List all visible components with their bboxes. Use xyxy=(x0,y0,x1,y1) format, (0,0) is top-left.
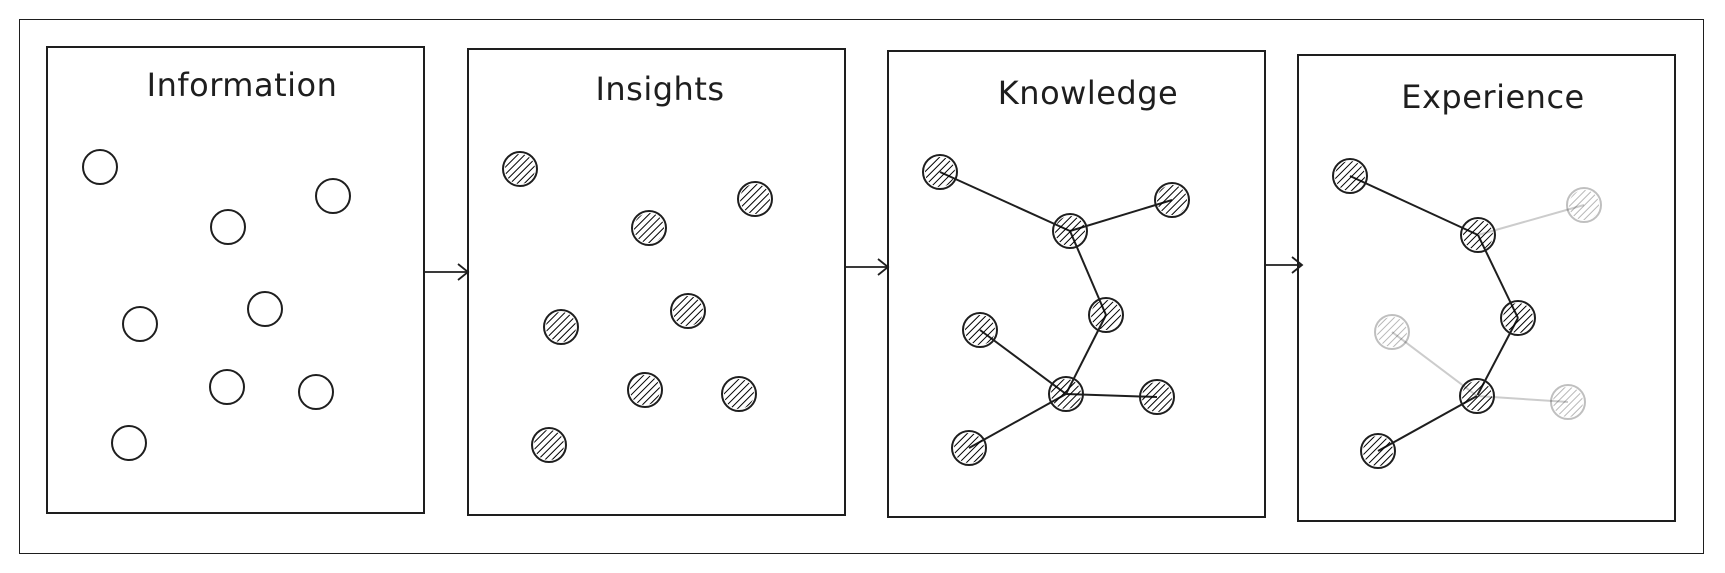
node-information-2 xyxy=(315,178,351,214)
node-experience-2 xyxy=(1566,187,1602,223)
edge-experience-2 xyxy=(1477,234,1519,319)
edge-experience-1 xyxy=(1477,204,1585,236)
edge-knowledge-1 xyxy=(1069,199,1173,232)
edge-knowledge-2 xyxy=(1069,230,1107,316)
edge-experience-5 xyxy=(1476,395,1569,403)
edges-layer xyxy=(939,171,1585,452)
node-knowledge-6 xyxy=(1139,379,1175,415)
node-information-4 xyxy=(247,291,283,327)
panel-insights: Insights xyxy=(467,48,846,516)
edge-experience-4 xyxy=(1391,331,1478,397)
node-insights-4 xyxy=(670,293,706,329)
panel-title-insights: Insights xyxy=(595,70,724,108)
node-experience-5 xyxy=(1459,378,1495,414)
edge-experience-0 xyxy=(1349,175,1479,236)
node-knowledge-3 xyxy=(1088,297,1124,333)
node-experience-1 xyxy=(1460,217,1496,253)
panel-experience: Experience xyxy=(1297,54,1676,522)
node-experience-4 xyxy=(1374,314,1410,350)
edge-experience-6 xyxy=(1377,395,1478,452)
node-information-1 xyxy=(210,209,246,245)
edge-knowledge-0 xyxy=(939,171,1071,232)
arrow-insights-to-knowledge xyxy=(845,258,890,276)
node-insights-3 xyxy=(543,309,579,345)
node-experience-6 xyxy=(1550,384,1586,420)
node-knowledge-1 xyxy=(1052,213,1088,249)
node-information-3 xyxy=(122,306,158,342)
node-insights-6 xyxy=(721,376,757,412)
node-insights-1 xyxy=(737,181,773,217)
edge-knowledge-5 xyxy=(1065,393,1158,398)
node-knowledge-4 xyxy=(962,312,998,348)
node-insights-7 xyxy=(531,427,567,463)
node-insights-5 xyxy=(627,372,663,408)
arrow-information-to-insights xyxy=(424,263,470,281)
node-insights-2 xyxy=(631,210,667,246)
node-information-6 xyxy=(298,374,334,410)
node-knowledge-2 xyxy=(1154,182,1190,218)
node-knowledge-0 xyxy=(922,154,958,190)
node-information-7 xyxy=(111,425,147,461)
panel-title-information: Information xyxy=(147,66,338,104)
node-insights-0 xyxy=(502,151,538,187)
panel-title-experience: Experience xyxy=(1401,78,1584,116)
node-knowledge-7 xyxy=(951,430,987,466)
panel-information: Information xyxy=(46,46,425,514)
node-experience-7 xyxy=(1360,433,1396,469)
panel-title-knowledge: Knowledge xyxy=(998,74,1178,112)
node-information-5 xyxy=(209,369,245,405)
node-knowledge-5 xyxy=(1048,376,1084,412)
edge-knowledge-6 xyxy=(968,393,1067,449)
panel-knowledge: Knowledge xyxy=(887,50,1266,518)
diagram-frame xyxy=(19,19,1704,554)
node-experience-3 xyxy=(1500,300,1536,336)
nodes-layer xyxy=(82,149,1602,469)
arrow-knowledge-to-experience xyxy=(1265,256,1304,274)
node-information-0 xyxy=(82,149,118,185)
node-experience-0 xyxy=(1332,158,1368,194)
